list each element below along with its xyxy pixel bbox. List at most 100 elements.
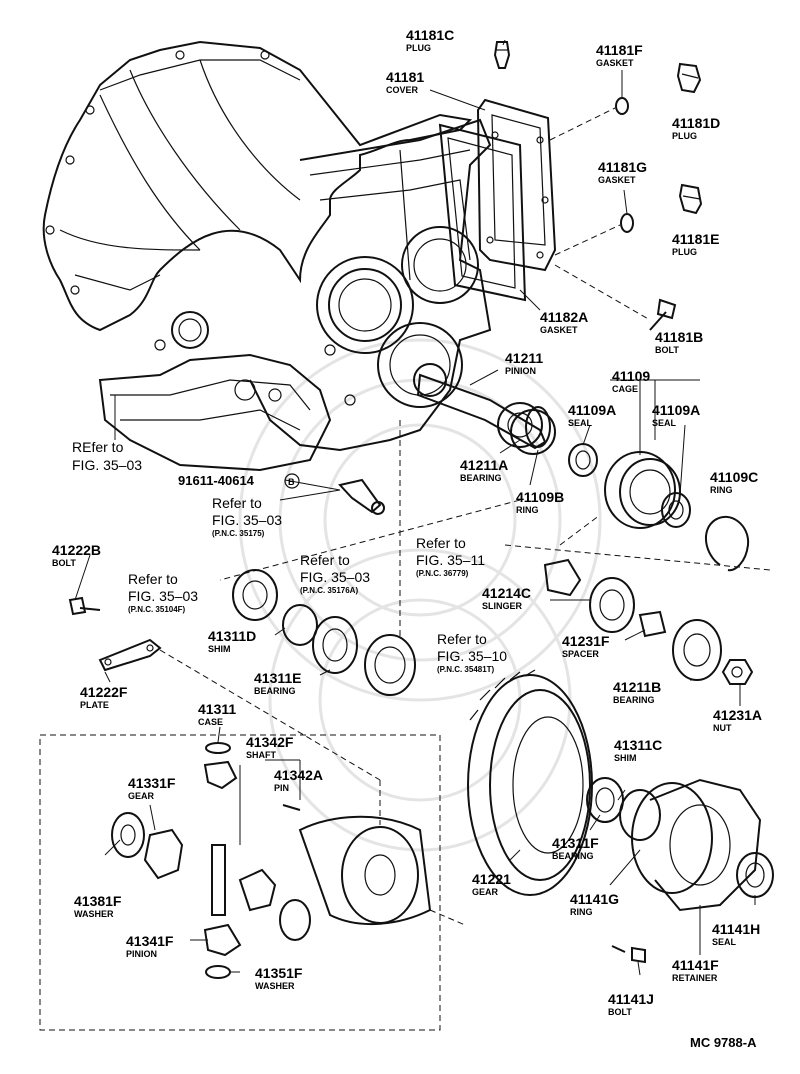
part-number-41342a: 41342A	[274, 767, 323, 783]
part-number-41109a: 41109A	[568, 402, 616, 418]
part-name-slinger: SLINGER	[482, 601, 523, 611]
ring-gear-illustration	[467, 669, 593, 896]
part-name-pinion: PINION	[505, 366, 536, 376]
bolt-marker-circle	[284, 473, 300, 489]
ref-4-pnc: (P.N.C. 36779)	[416, 569, 469, 578]
part-number-41109c: 41109C	[710, 469, 758, 485]
ref-3-line2: FIG. 35–03	[300, 569, 370, 585]
part-name-ring: RING	[570, 907, 593, 917]
part-number-41381f: 41381F	[74, 893, 122, 909]
part-name-gasket: GASKET	[598, 175, 636, 185]
part-name-bearing: BEARING	[460, 473, 502, 483]
part-name-bearing: BEARING	[613, 695, 655, 705]
part-name-ring: RING	[516, 505, 539, 515]
part-number-41211: 41211	[505, 350, 543, 366]
part-name-ring: RING	[710, 485, 733, 495]
part-name-cage: CAGE	[612, 384, 638, 394]
part-name-plug: PLUG	[672, 247, 697, 257]
ref-5-pnc: (P.N.C. 35104F)	[128, 605, 186, 614]
part-name-bearing: BEARING	[552, 851, 594, 861]
ref-4-line1: Refer to	[416, 535, 466, 551]
ref-5-line2: FIG. 35–03	[128, 588, 198, 604]
plugs-gaskets-illustration	[493, 41, 703, 331]
part-number-41141g: 41141G	[570, 891, 619, 907]
part-number-41211a: 41211A	[460, 457, 508, 473]
part-name-bolt: BOLT	[608, 1007, 632, 1017]
part-number-41222b: 41222B	[52, 542, 101, 558]
ref-3-pnc: (P.N.C. 35176A)	[300, 586, 358, 595]
part-number-41182a: 41182A	[540, 309, 588, 325]
part-name-bearing: BEARING	[254, 686, 296, 696]
part-name-plug: PLUG	[672, 131, 697, 141]
part-name-gasket: GASKET	[540, 325, 578, 335]
side-cover-illustration	[438, 98, 557, 302]
bolt-marker-letter: B	[288, 477, 295, 487]
part-number-41221: 41221	[472, 871, 511, 887]
diagram-code: MC 9788-A	[690, 1035, 757, 1050]
ref-6-pnc: (P.N.C. 35481T)	[437, 665, 495, 674]
part-number-41141j: 41141J	[608, 991, 654, 1007]
part-number-41181f: 41181F	[596, 42, 643, 58]
leader-lines	[74, 39, 771, 976]
part-name-seal: SEAL	[712, 937, 737, 947]
part-number-41181b: 41181B	[655, 329, 703, 345]
part-name-spacer: SPACER	[562, 649, 599, 659]
part-number-41331f: 41331F	[128, 775, 176, 791]
differential-illustration	[39, 734, 441, 1031]
ref-3-line1: Refer to	[300, 552, 350, 568]
part-number-41141h: 41141H	[712, 921, 760, 937]
part-number-41109b: 41109B	[516, 489, 564, 505]
part-name-plug: PLUG	[406, 43, 431, 53]
part-number-41311f: 41311F	[552, 835, 599, 851]
pinion-shaft-illustration	[413, 363, 556, 455]
part-name-pin: PIN	[274, 783, 289, 793]
part-number-41311d: 41311D	[208, 628, 256, 644]
part-name-retainer: RETAINER	[672, 973, 718, 983]
part-number-41109a: 41109A	[652, 402, 700, 418]
part-number-41231f: 41231F	[562, 633, 610, 649]
part-name-washer: WASHER	[74, 909, 114, 919]
part-number-41181e: 41181E	[672, 231, 720, 247]
part-name-case: CASE	[198, 717, 223, 727]
part-name-cover: COVER	[386, 85, 419, 95]
part-name-gear: GEAR	[472, 887, 499, 897]
part-number-41181g: 41181G	[598, 159, 647, 175]
bolt-91611-illustration	[338, 478, 385, 515]
part-number-41181c: 41181C	[406, 27, 454, 43]
part-name-bolt: BOLT	[655, 345, 679, 355]
part-name-shim: SHIM	[614, 753, 637, 763]
part-number-41181: 41181	[386, 69, 424, 85]
part-number-41214c: 41214C	[482, 585, 531, 601]
ref-2-line1: Refer to	[212, 495, 262, 511]
part-number-41311: 41311	[198, 701, 236, 717]
ref-4-line2: FIG. 35–11	[416, 552, 485, 568]
part-number-41231a: 41231A	[713, 707, 762, 723]
part-number-41342f: 41342F	[246, 734, 294, 750]
ref-6-line1: Refer to	[437, 631, 487, 647]
part-number-41109: 41109	[612, 368, 650, 384]
ref-6-line2: FIG. 35–10	[437, 648, 507, 664]
part-number-41211b: 41211B	[613, 679, 661, 695]
part-name-shaft: SHAFT	[246, 750, 276, 760]
part-name-bolt: BOLT	[52, 558, 76, 568]
part-name-seal: SEAL	[652, 418, 677, 428]
reference-callouts: REfer to FIG. 35–03 Refer to FIG. 35–03 …	[72, 439, 757, 1050]
ref-2-line2: FIG. 35–03	[212, 512, 282, 528]
ref-1-line1: REfer to	[72, 439, 124, 455]
part-name-gasket: GASKET	[596, 58, 634, 68]
part-name-pinion: PINION	[126, 949, 157, 959]
part-labels: 41181C PLUG 41181 COVER 41181F GASKET 41…	[52, 27, 762, 1017]
part-name-shim: SHIM	[208, 644, 231, 654]
ref-2-pnc: (P.N.C. 35175)	[212, 529, 265, 538]
ref-1-line2: FIG. 35–03	[72, 457, 142, 473]
part-name-seal: SEAL	[568, 418, 593, 428]
part-number-41341f: 41341F	[126, 933, 174, 949]
middle-parts-illustration	[68, 558, 754, 696]
bolt-code-91611: 91611-40614	[178, 473, 255, 488]
part-number-41311e: 41311E	[254, 670, 302, 686]
ref-5-line1: Refer to	[128, 571, 178, 587]
part-number-41222f: 41222F	[80, 684, 128, 700]
part-name-gear: GEAR	[128, 791, 155, 801]
part-number-41181d: 41181D	[672, 115, 720, 131]
